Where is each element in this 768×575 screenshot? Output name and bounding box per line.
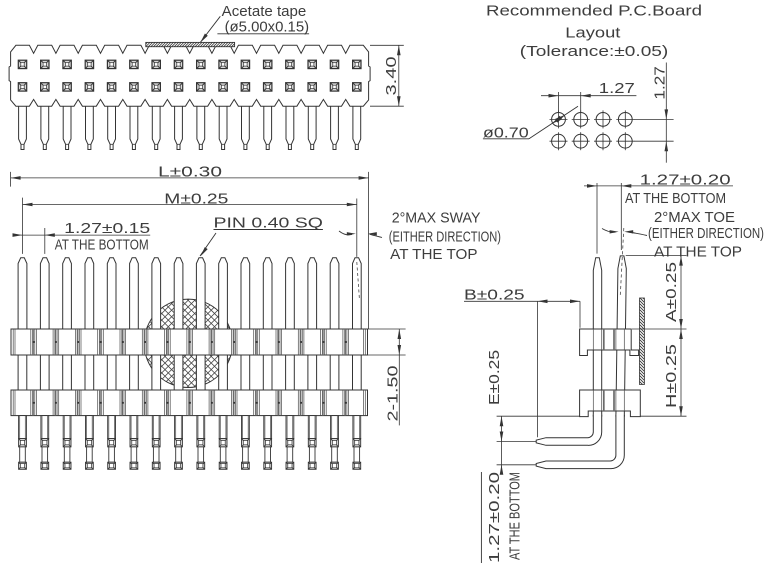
svg-text:2-1.50: 2-1.50 <box>384 366 401 422</box>
svg-text:A±0.25: A±0.25 <box>663 262 680 322</box>
svg-text:1.27: 1.27 <box>599 80 635 97</box>
svg-text:L±0.30: L±0.30 <box>158 163 222 180</box>
svg-text:AT THE TOP: AT THE TOP <box>654 243 742 260</box>
svg-text:H±0.25: H±0.25 <box>663 344 680 408</box>
svg-text:2°MAX SWAY: 2°MAX SWAY <box>392 210 481 227</box>
svg-text:B±0.25: B±0.25 <box>464 286 525 303</box>
svg-text:1.27: 1.27 <box>652 66 669 99</box>
svg-text:1.27±0.15: 1.27±0.15 <box>64 220 150 237</box>
svg-text:AT THE BOTTOM: AT THE BOTTOM <box>507 472 524 560</box>
svg-text:PIN 0.40 SQ: PIN 0.40 SQ <box>214 215 323 232</box>
svg-text:2°MAX TOE: 2°MAX TOE <box>654 209 735 226</box>
svg-text:(ø5.00x0.15): (ø5.00x0.15) <box>225 19 310 36</box>
svg-text:(EITHER DIRECTION): (EITHER DIRECTION) <box>389 228 501 245</box>
svg-text:AT THE BOTTOM: AT THE BOTTOM <box>55 236 149 253</box>
svg-text:3.40: 3.40 <box>383 57 400 96</box>
svg-text:1.27±0.20: 1.27±0.20 <box>640 171 731 188</box>
svg-text:(EITHER DIRECTION): (EITHER DIRECTION) <box>648 225 764 242</box>
svg-text:Layout: Layout <box>565 25 621 42</box>
svg-text:Acetate tape: Acetate tape <box>222 3 307 20</box>
svg-text:(Tolerance:±0.05): (Tolerance:±0.05) <box>520 43 669 60</box>
svg-text:Recommended P.C.Board: Recommended P.C.Board <box>486 3 702 20</box>
svg-text:AT THE TOP: AT THE TOP <box>390 246 477 263</box>
svg-text:1.27±0.20: 1.27±0.20 <box>486 472 503 563</box>
svg-text:M±0.25: M±0.25 <box>164 191 228 208</box>
svg-text:ø0.70: ø0.70 <box>483 124 529 141</box>
svg-text:AT THE BOTTOM: AT THE BOTTOM <box>625 190 726 207</box>
svg-text:E±0.25: E±0.25 <box>486 350 503 405</box>
